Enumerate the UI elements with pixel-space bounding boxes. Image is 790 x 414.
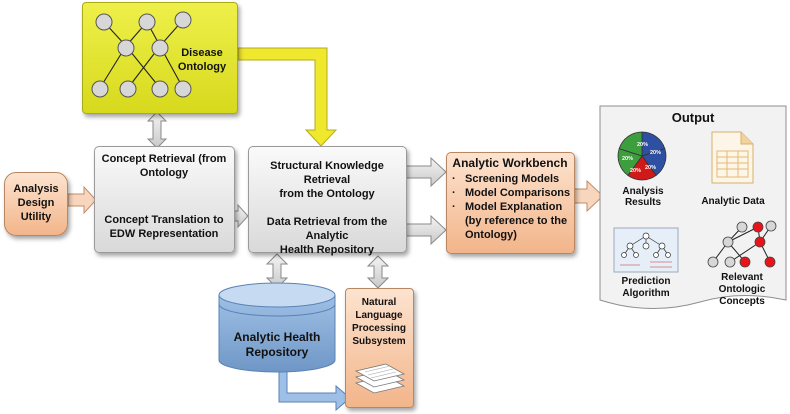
repository-to-nlp-arrow (278, 367, 351, 412)
workbench-to-output-arrow (573, 179, 604, 213)
ontology-to-structural-arrow (237, 47, 338, 147)
disease-ontology-label: Disease Ontology (177, 47, 227, 73)
structural-to-workbench-arrow (404, 156, 447, 188)
pie-label: 20% (650, 150, 661, 156)
pie-label: 20% (622, 156, 633, 162)
pie-label: 20% (637, 142, 648, 148)
structural-retrieval-label: Structural Knowledge Retrieval from the … (270, 160, 384, 200)
data-retrieval-label: Data Retrieval from the Analytic Health … (266, 216, 388, 256)
workbench-item: Model Explanation (by reference to the O… (452, 200, 570, 242)
pie-label: 20% (645, 165, 656, 171)
analytic-data-label: Analytic Data (701, 196, 765, 207)
pie-label: 20% (630, 168, 641, 174)
concept-translation-label: Concept Translation to EDW Representatio… (104, 214, 224, 240)
analytic-workbench-title: Analytic Workbench (452, 156, 568, 170)
analytic-health-repository-label: Analytic Health Repository (233, 330, 321, 359)
relevant-concepts-label: Relevant Ontologic Concepts (718, 272, 766, 307)
workbench-list: Screening Models Model Comparisons Model… (452, 172, 570, 242)
analysis-design-utility-box (4, 172, 68, 236)
prediction-algorithm-label: Prediction Algorithm (621, 276, 671, 299)
analytic-health-repository-cylinder (218, 282, 336, 373)
data-to-workbench-arrow (404, 214, 447, 246)
concept-retrieval-label: Concept Retrieval (from Ontology (101, 153, 227, 179)
concept-retrieval-box (94, 146, 235, 253)
design-to-translation-arrow (67, 185, 97, 215)
nlp-subsystem-label: Natural Language Processing Subsystem (352, 297, 406, 347)
retrieval-box (248, 146, 407, 253)
analysis-design-utility-label: Analysis Design Utility (13, 183, 59, 223)
workbench-item: Model Comparisons (452, 186, 570, 200)
output-title: Output (671, 110, 715, 125)
workbench-item: Screening Models (452, 172, 570, 186)
analysis-results-label: Analysis Results (622, 186, 664, 208)
